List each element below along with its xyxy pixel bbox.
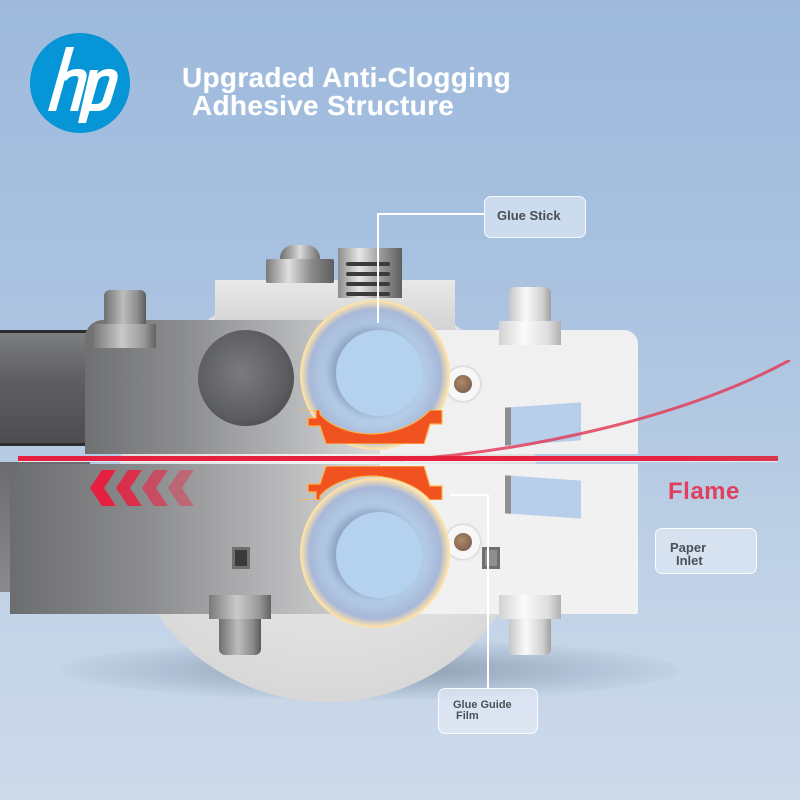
post-top-right (499, 287, 561, 347)
callout-paper-inlet: Paper Inlet (655, 528, 757, 574)
chevron-left-icon (142, 470, 168, 506)
direction-arrows (90, 470, 194, 506)
floor-reflection (0, 700, 800, 800)
leader-line-glue-stick-h (377, 213, 485, 215)
callout-flame: Flame (668, 478, 740, 505)
screw-hole-lower (446, 525, 480, 559)
hp-logo-icon (30, 33, 130, 133)
leader-line-glue-stick-v (377, 213, 379, 323)
chevron-left-icon (168, 470, 194, 506)
post-bottom-right (499, 595, 561, 655)
glue-roller-upper-core (336, 330, 422, 416)
post-top-left (94, 290, 156, 350)
paper-path-line (18, 456, 778, 461)
callout-glue-guide-film-line2: Film (456, 710, 479, 722)
chevron-left-icon (116, 470, 142, 506)
heater-bracket-lower (296, 466, 446, 500)
callout-glue-stick: Glue Stick (484, 196, 586, 238)
callout-glue-guide-film: Glue Guide Film (438, 688, 538, 734)
leader-line-glue-film-v (487, 494, 489, 689)
callout-paper-inlet-line1: Paper (670, 540, 707, 555)
screw-icon (266, 245, 334, 283)
callout-glue-guide-film-line1: Glue Guide (453, 699, 512, 711)
title-line-2: Adhesive Structure (192, 90, 455, 121)
post-bottom-left (209, 595, 271, 655)
slot-lower-right (482, 547, 500, 569)
title-line-1: Upgraded Anti-Clogging (182, 62, 512, 93)
chevron-left-icon (90, 470, 116, 506)
slot-lower-left (232, 547, 250, 569)
page-title: Upgraded Anti-Clogging Adhesive Structur… (182, 64, 511, 120)
paper-curve (399, 360, 791, 462)
screw-hole-upper (446, 367, 480, 401)
side-window-lower (505, 475, 581, 519)
heater-bracket-upper (296, 410, 446, 444)
device-knob (198, 330, 294, 426)
spring-icon (338, 248, 402, 298)
callout-glue-stick-text: Glue Stick (497, 208, 561, 223)
glue-roller-lower-core (336, 512, 422, 598)
hp-logo (30, 33, 130, 133)
callout-paper-inlet-line2: Inlet (676, 553, 703, 568)
leader-line-glue-film-h (450, 494, 488, 496)
